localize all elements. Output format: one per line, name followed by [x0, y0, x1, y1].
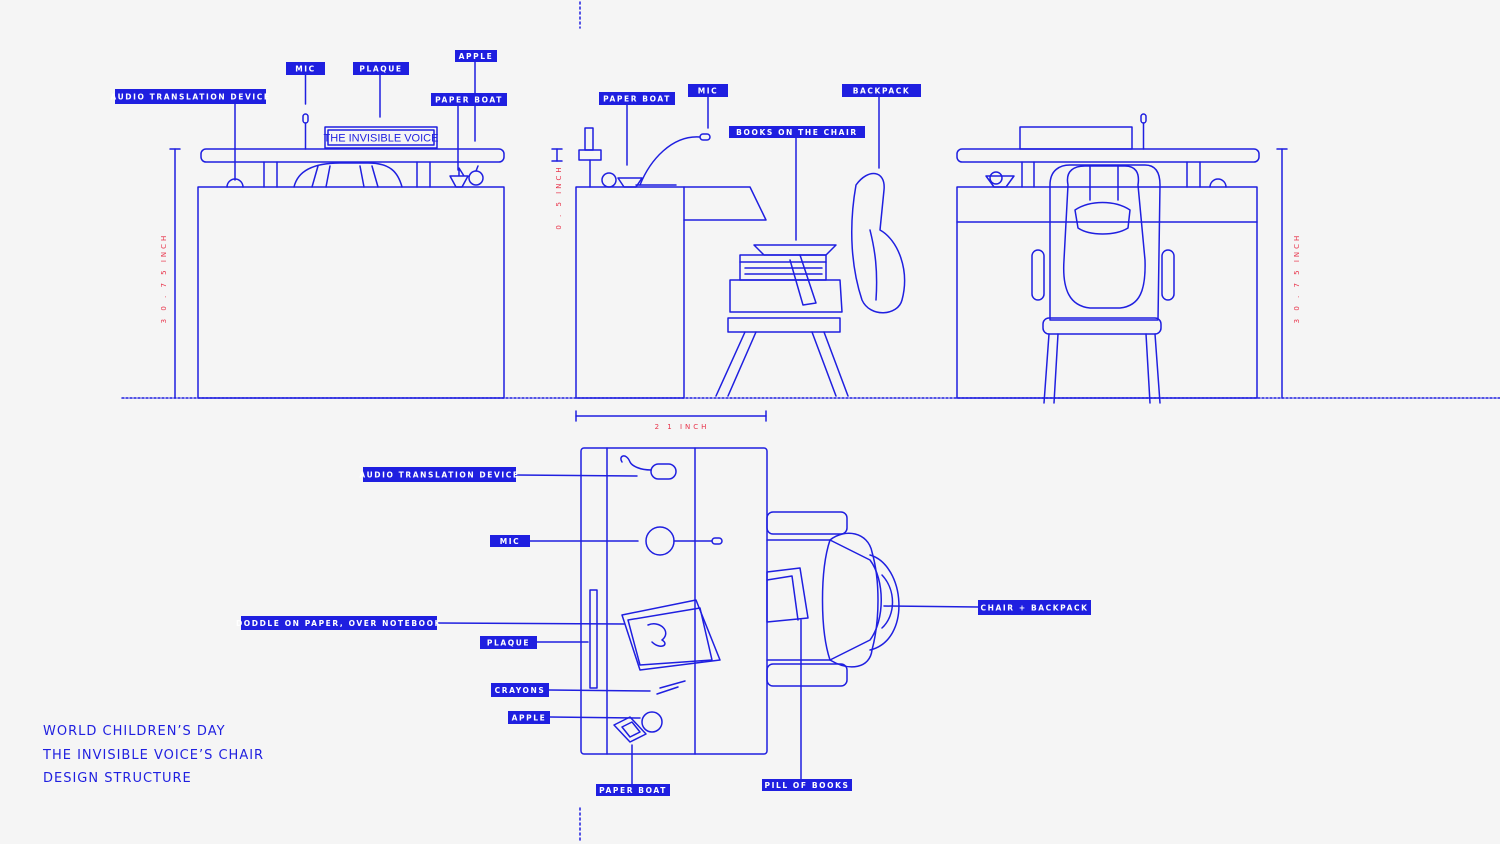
backpack-side — [850, 172, 906, 314]
side-desk-body — [575, 186, 685, 399]
caption-line-2: THE INVISIBLE VOICE’S CHAIR — [43, 747, 265, 763]
label-mic: MIC — [295, 65, 316, 74]
top-chair-arm-lower — [766, 663, 848, 687]
paper-boat-side-icon — [617, 177, 643, 188]
label-doodle: DODDLE ON PAPER, OVER NOTEBOOK — [236, 619, 442, 628]
top-doodle-paper — [621, 599, 721, 671]
label-top-plaque: PLAQUE — [487, 639, 530, 648]
top-desk — [580, 447, 768, 755]
caption-line-3: DESIGN STRUCTURE — [43, 771, 192, 786]
top-mic — [645, 526, 675, 556]
top-paper-boat — [613, 716, 647, 743]
top-plaque — [589, 589, 598, 689]
top-chair-arm-upper — [766, 511, 848, 535]
label-pill-of-books: PILL OF BOOKS — [764, 781, 849, 790]
side-labels: PAPER BOAT MIC BACKPACK BOOKS ON THE CHA… — [599, 84, 921, 138]
mic-back-icon — [1140, 113, 1147, 124]
top-crayon — [659, 680, 686, 689]
apple-front-icon — [468, 170, 484, 186]
dim-side-width: 2 1 INCH — [655, 423, 710, 431]
label-top-audio-translation-device: AUDIO TRANSLATION DEVICE — [359, 471, 519, 480]
top-pill-of-books — [766, 567, 809, 623]
dim-side-small: 0 . 5 INCH — [555, 164, 563, 229]
apple-back-icon — [985, 175, 1015, 188]
label-side-mic: MIC — [698, 87, 719, 96]
dim-front-height: 3 0 . 7 5 INCH — [160, 233, 168, 324]
mic-side-cable — [639, 136, 701, 186]
chair-back-front — [293, 162, 403, 188]
top-audio-device — [650, 463, 677, 480]
back-desk-top — [956, 148, 1260, 163]
back-desk-body — [956, 186, 1258, 399]
side-desk-top — [683, 186, 767, 221]
top-apple — [641, 711, 663, 733]
side-mic-stand — [584, 127, 594, 151]
back-view — [956, 113, 1288, 404]
front-labels: AUDIO TRANSLATION DEVICE MIC PLAQUE APPL… — [110, 50, 507, 106]
front-desk-top — [200, 148, 505, 163]
plaque-inscription: THE INVISIBLE VOICE — [324, 133, 439, 145]
caption-block: WORLD CHILDREN’S DAY THE INVISIBLE VOICE… — [43, 720, 264, 791]
back-plaque — [1019, 126, 1133, 150]
apple-side-icon — [601, 172, 617, 188]
label-apple: APPLE — [459, 52, 494, 61]
label-side-paper-boat: PAPER BOAT — [603, 95, 671, 104]
paper-boat-front-icon — [449, 167, 469, 188]
plaque-frame — [324, 126, 438, 149]
caption-line-1: WORLD CHILDREN’S DAY — [43, 724, 226, 739]
chair-side — [729, 279, 843, 313]
mic-front-icon — [302, 113, 309, 124]
front-desk-body — [197, 186, 505, 399]
label-backpack: BACKPACK — [853, 87, 911, 96]
dim-back-height: 3 0 . 7 5 INCH — [1293, 233, 1301, 324]
label-top-apple: APPLE — [512, 714, 547, 723]
label-crayons: CRAYONS — [495, 686, 546, 695]
label-paper-boat: PAPER BOAT — [435, 96, 503, 105]
label-audio-translation-device: AUDIO TRANSLATION DEVICE — [110, 93, 270, 102]
chair-back-rear — [1049, 164, 1161, 321]
top-view — [436, 447, 979, 785]
top-backpack — [821, 532, 879, 668]
label-chair-backpack: CHAIR + BACKPACK — [980, 604, 1088, 613]
top-chair-seat — [766, 539, 882, 661]
backpack-rear — [1062, 165, 1146, 309]
label-top-paper-boat: PAPER BOAT — [599, 786, 667, 795]
front-view — [169, 61, 505, 399]
label-plaque: PLAQUE — [359, 65, 402, 74]
top-labels: AUDIO TRANSLATION DEVICE MIC DODDLE ON P… — [236, 467, 1091, 796]
label-top-mic: MIC — [500, 537, 521, 546]
side-view — [551, 96, 906, 422]
label-books-on-the-chair: BOOKS ON THE CHAIR — [736, 128, 858, 137]
